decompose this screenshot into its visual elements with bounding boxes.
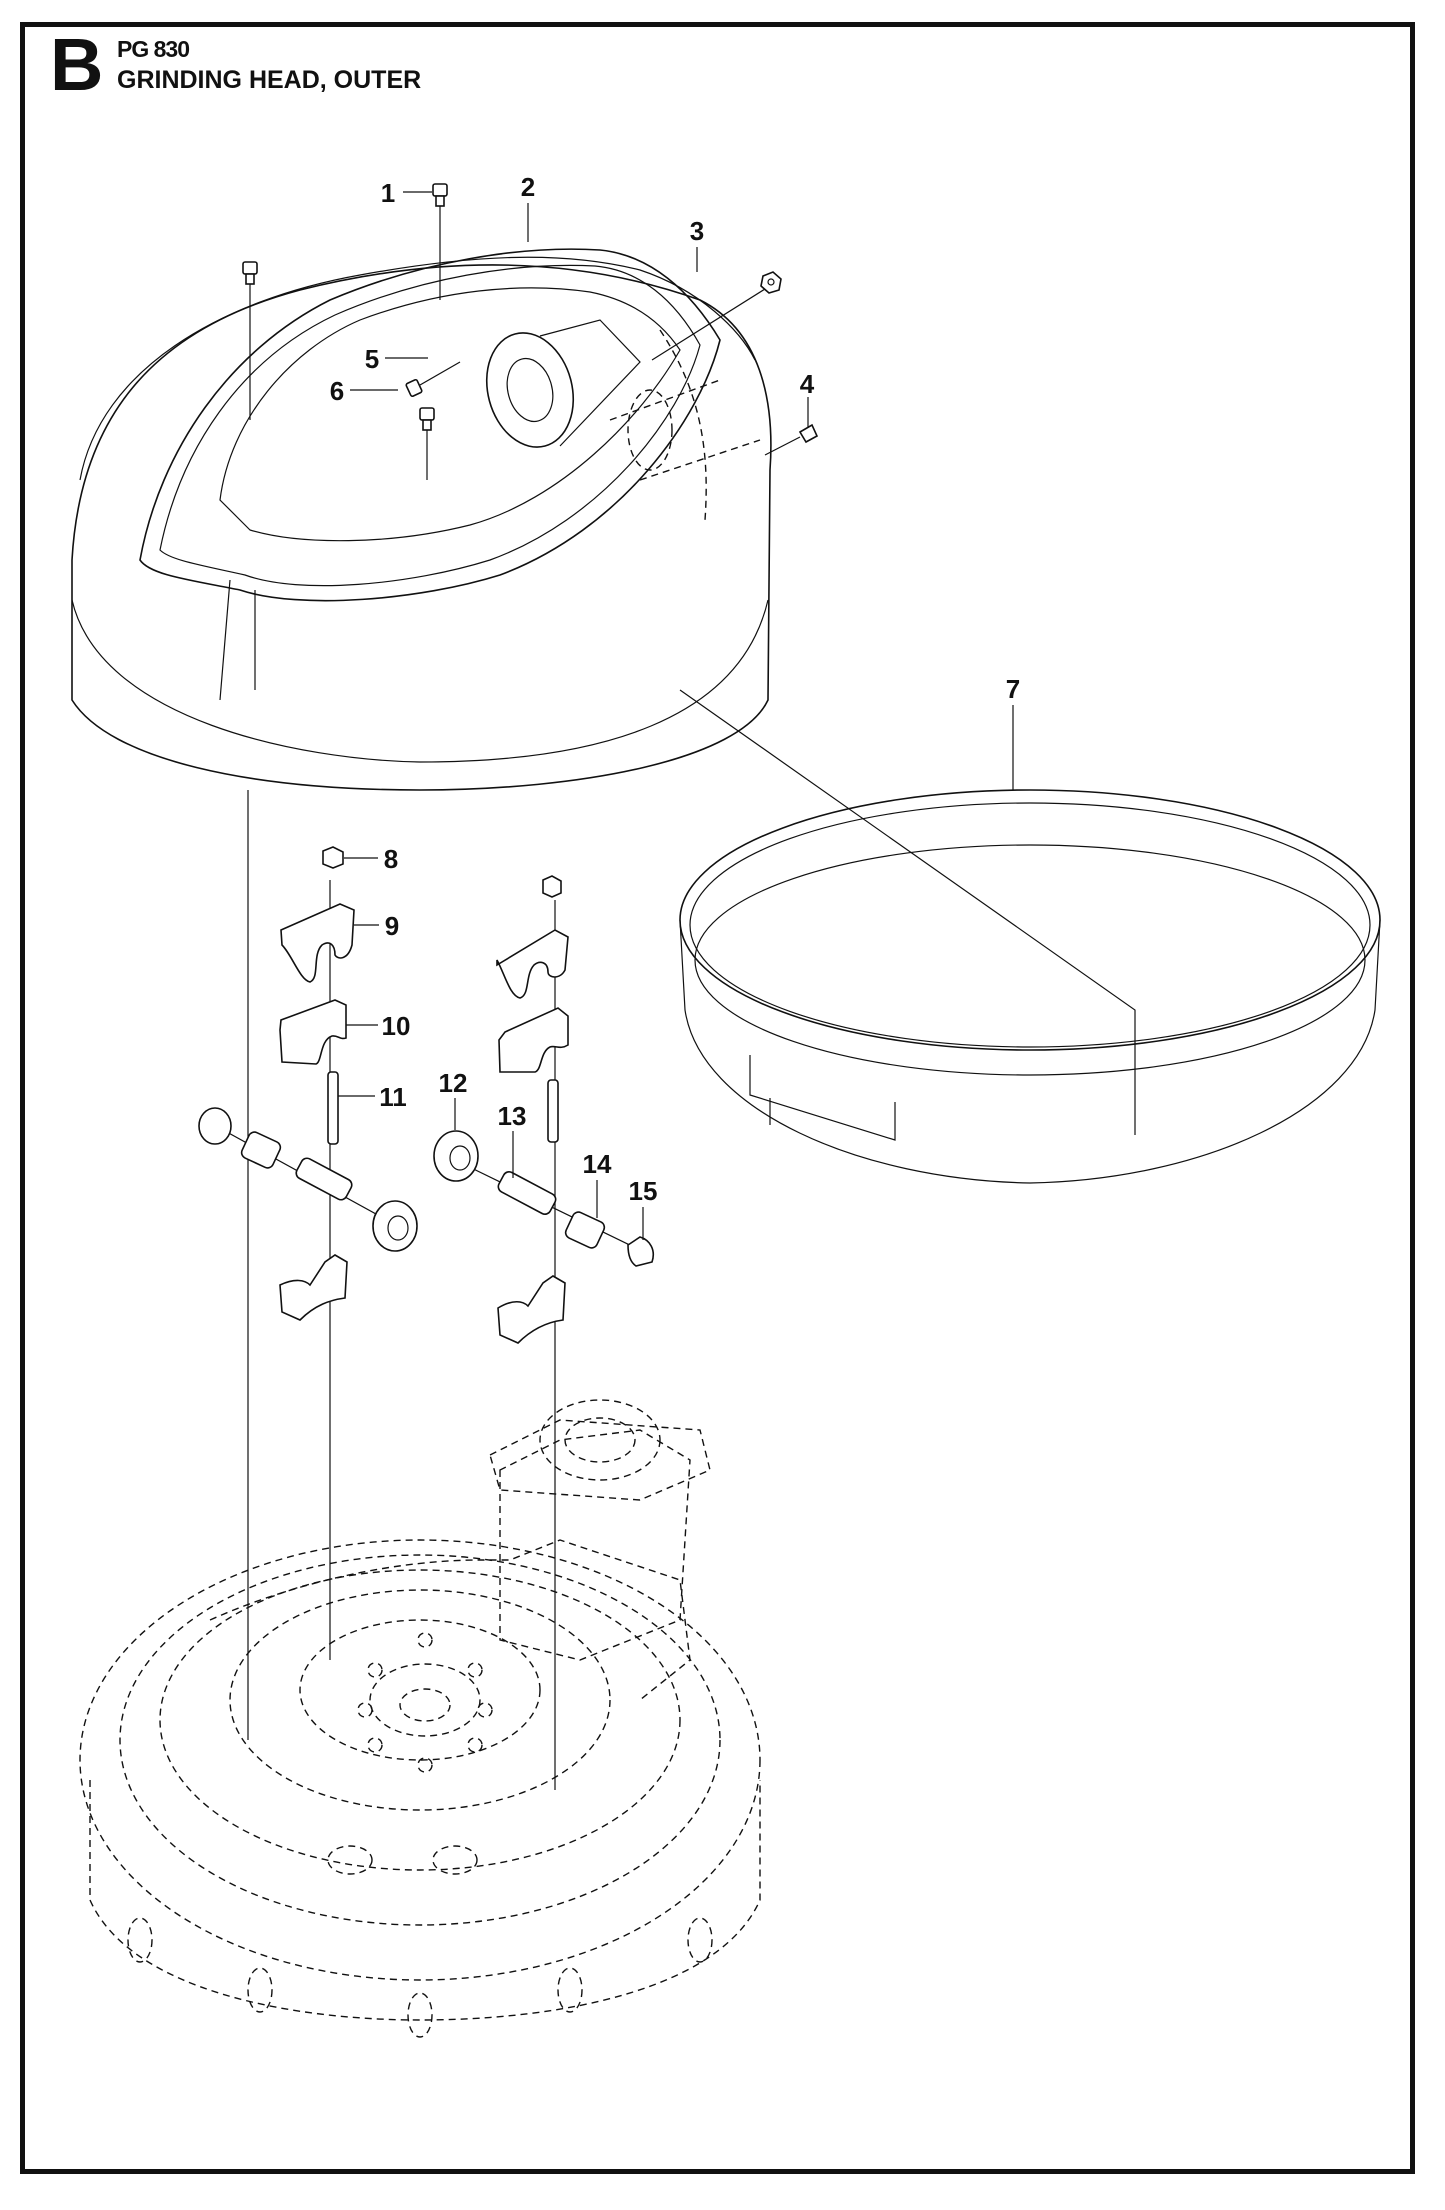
- callout-14: 14: [583, 1149, 612, 1218]
- callout-6: 6: [330, 376, 398, 406]
- lower-clamp-left: [279, 1254, 348, 1321]
- svg-text:4: 4: [800, 369, 815, 399]
- model-number: PG 830: [117, 36, 190, 62]
- screw-6-part: [405, 361, 461, 398]
- right-roller-axle: [433, 1130, 655, 1267]
- nut-3-part: [651, 271, 782, 361]
- svg-text:8: 8: [384, 844, 398, 874]
- outer-cover-part: [71, 248, 772, 791]
- svg-text:15: 15: [629, 1176, 658, 1206]
- callout-9: 9: [354, 911, 399, 941]
- svg-text:9: 9: [385, 911, 399, 941]
- svg-text:5: 5: [365, 344, 379, 374]
- callout-11: 11: [338, 1082, 407, 1112]
- callout-13: 13: [498, 1101, 527, 1178]
- skirt-ring-part: [679, 789, 1381, 1184]
- svg-text:1: 1: [381, 178, 395, 208]
- diagram-title: GRINDING HEAD, OUTER: [117, 66, 422, 94]
- svg-text:12: 12: [439, 1068, 468, 1098]
- svg-text:13: 13: [498, 1101, 527, 1131]
- screw-1-part: [432, 183, 448, 300]
- svg-text:11: 11: [379, 1082, 407, 1112]
- svg-text:10: 10: [382, 1011, 411, 1041]
- svg-text:14: 14: [583, 1149, 612, 1179]
- callout-15: 15: [629, 1176, 658, 1240]
- screw-4-part: [764, 423, 819, 456]
- callout-4: 4: [800, 369, 815, 428]
- callout-8: 8: [344, 844, 398, 874]
- callout-2: 2: [521, 172, 535, 242]
- svg-text:6: 6: [330, 376, 344, 406]
- section-letter: B: [50, 23, 104, 106]
- lower-clamp-right: [497, 1275, 566, 1344]
- left-roller-axle: [198, 1107, 418, 1252]
- callout-7: 7: [1006, 674, 1020, 790]
- callout-1: 1: [381, 178, 432, 208]
- left-bracket-stack: [279, 846, 355, 1145]
- callout-12: 12: [439, 1068, 468, 1130]
- grinding-head-base-reference: [79, 1399, 761, 2038]
- callout-10: 10: [346, 1011, 410, 1041]
- screw-left-part: [242, 261, 258, 420]
- svg-text:3: 3: [690, 216, 704, 246]
- right-bracket-stack: [496, 875, 569, 1143]
- callout-5: 5: [365, 344, 428, 374]
- screw-center-part: [419, 407, 435, 480]
- svg-text:2: 2: [521, 172, 535, 202]
- callout-3: 3: [690, 216, 704, 272]
- ring-leader-line: [679, 689, 1136, 1135]
- page-frame: [20, 22, 1415, 2174]
- flange-part: [485, 319, 641, 448]
- svg-text:7: 7: [1006, 674, 1020, 704]
